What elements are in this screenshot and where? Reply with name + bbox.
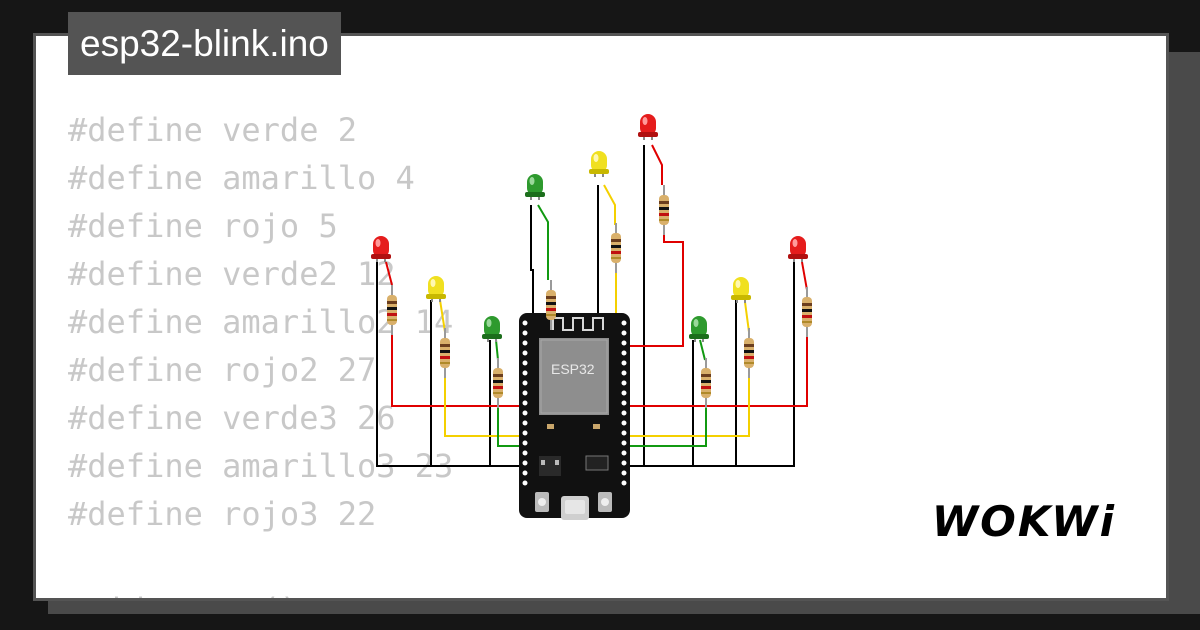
right-pin-header [621, 320, 627, 486]
code-line: #define rojo 5 [68, 207, 338, 245]
resistor [546, 280, 556, 330]
code-line: #define verde2 12 [68, 255, 396, 293]
resistor [440, 328, 450, 378]
code-background: #define verde 2 #define amarillo 4 #define… [68, 106, 454, 598]
wire-yellow [744, 301, 750, 333]
wire-yellow [444, 375, 527, 437]
wire-yellow [439, 299, 446, 333]
led-green [482, 316, 502, 342]
wire-green [537, 204, 549, 280]
wires [376, 144, 808, 467]
board-label: ESP32 [551, 361, 595, 377]
wire-green [495, 339, 499, 361]
wire-red [385, 261, 393, 286]
wire-black [625, 262, 795, 467]
led-yellow [589, 151, 609, 177]
wire-yellow [625, 375, 750, 437]
led-red [788, 236, 808, 262]
led-green [689, 316, 709, 342]
wire-yellow [603, 184, 616, 225]
wire-green [497, 405, 527, 447]
wire-red [625, 230, 684, 347]
code-line: #define amarillo3 23 [68, 447, 454, 485]
wire-red [625, 335, 808, 407]
wire-red [651, 144, 663, 185]
wire-black [376, 260, 527, 467]
resistors [387, 185, 812, 408]
resistor [387, 285, 397, 335]
wire-red [801, 261, 808, 291]
led-yellow [731, 277, 751, 303]
left-pin-header [522, 320, 528, 486]
resistor [744, 328, 754, 378]
wire-green [625, 405, 707, 447]
led-red [371, 236, 391, 262]
wire-red [391, 335, 527, 407]
file-name-tab: esp32-blink.ino [68, 12, 341, 75]
resistor [611, 223, 621, 273]
resistor [701, 358, 711, 408]
led-yellow [426, 276, 446, 302]
led-red [638, 114, 658, 140]
resistor [802, 287, 812, 337]
code-line: #define rojo2 27 [68, 351, 377, 389]
resistor [659, 185, 669, 235]
code-line: void setup() [68, 586, 453, 598]
code-line: #define rojo3 22 [68, 495, 377, 533]
esp32-board: ESP32 [519, 313, 630, 520]
wire-green [699, 339, 706, 361]
resistor [493, 358, 503, 408]
code-line: #define verde 2 [68, 111, 357, 149]
circuit-diagram: ESP32 [371, 114, 812, 520]
code-line: #define amarillo2 14 [68, 303, 454, 341]
led-green [525, 174, 545, 200]
code-line: #define amarillo 4 [68, 159, 415, 197]
leds [371, 114, 808, 342]
wire-black [530, 205, 534, 320]
preview-card: #define verde 2 #define amarillo 4 #define… [33, 33, 1169, 601]
wokwi-logo: WOKWi [931, 497, 1116, 546]
